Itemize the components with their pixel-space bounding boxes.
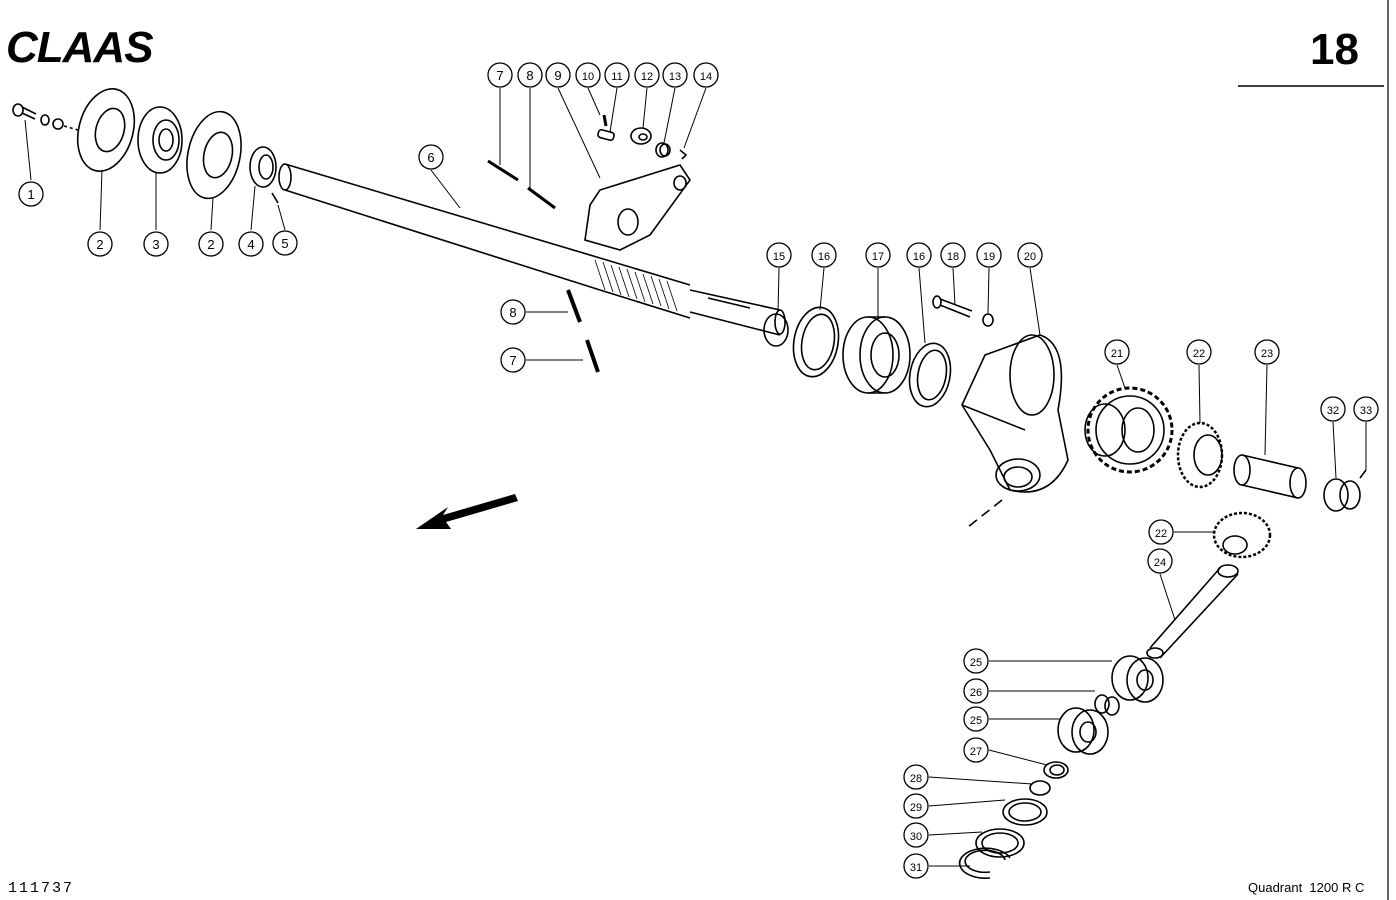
part-33-set-screw <box>1359 469 1367 479</box>
page-number: 18 <box>1310 25 1359 74</box>
callout-7-lower: 7 <box>509 353 516 368</box>
part-32-collar <box>1323 478 1361 512</box>
callout-21: 21 <box>1111 348 1123 360</box>
part-25-bearing-upper <box>1111 655 1164 703</box>
callout-13: 13 <box>669 71 681 83</box>
part-21-spur-gear <box>1084 386 1174 474</box>
part-18-bolt <box>932 295 973 318</box>
part-25-bearing-lower <box>1057 707 1109 755</box>
callout-30: 30 <box>910 831 922 843</box>
part-12-washer <box>630 127 652 145</box>
part-16-circlip-second <box>908 342 952 408</box>
part-20-housing <box>961 334 1069 528</box>
callout-1: 1 <box>27 187 34 202</box>
part-7-pin-lower <box>585 339 600 373</box>
callout-32: 32 <box>1327 405 1339 417</box>
leader-lines <box>24 87 1367 867</box>
part-14-clip <box>679 149 688 160</box>
callout-24: 24 <box>1154 557 1166 569</box>
part-19-washer <box>982 313 994 327</box>
part-31-circlip <box>958 847 1011 880</box>
part-7-pin-upper <box>487 159 519 182</box>
part-24-pinion-shaft <box>1146 564 1239 659</box>
part-22-bevel-gear-lower <box>1212 511 1272 559</box>
part-8-pin-upper <box>527 186 556 210</box>
callout-26: 26 <box>970 687 982 699</box>
callout-8: 8 <box>526 68 533 83</box>
callout-19: 19 <box>983 251 995 263</box>
part-3-bearing <box>137 106 183 174</box>
part-16-circlip <box>792 306 840 378</box>
callout-12: 12 <box>641 71 653 83</box>
callout-28: 28 <box>910 773 922 785</box>
part-22-bevel-gear <box>1176 421 1224 489</box>
callout-23: 23 <box>1261 348 1273 360</box>
part-28-ring <box>1029 780 1051 796</box>
callout-22-lower: 22 <box>1155 528 1167 540</box>
part-2-flange-plate <box>76 88 136 172</box>
callout-6: 6 <box>427 150 434 165</box>
part-26-spacer <box>1094 694 1120 716</box>
part-9-bracket <box>584 164 691 251</box>
callout-22: 22 <box>1193 348 1205 360</box>
callout-27: 27 <box>970 746 982 758</box>
callout-9: 9 <box>554 68 561 83</box>
part-11-sleeve <box>597 128 615 142</box>
part-13-spring <box>655 142 671 158</box>
part-8-pin-lower <box>566 289 582 323</box>
callout-18: 18 <box>947 251 959 263</box>
callout-25: 25 <box>970 657 982 669</box>
callout-20: 20 <box>1024 251 1036 263</box>
part-29-ring <box>1002 798 1048 826</box>
callout-2-second: 2 <box>207 237 214 252</box>
callout-10: 10 <box>582 71 594 83</box>
part-6-shaft <box>278 163 786 336</box>
drawing-number: 111737 <box>8 880 74 897</box>
callout-8-lower: 8 <box>509 305 516 320</box>
part-17-ball-bearing <box>842 316 911 394</box>
callout-33: 33 <box>1360 405 1372 417</box>
callout-31: 31 <box>910 862 922 874</box>
callout-2: 2 <box>96 237 103 252</box>
callout-14: 14 <box>700 71 712 83</box>
callout-29: 29 <box>910 802 922 814</box>
part-4-collar <box>249 146 277 188</box>
callout-4: 4 <box>247 237 254 252</box>
part-30-ring <box>975 828 1025 858</box>
part-5-set-screw <box>271 192 279 204</box>
callout-16-second: 16 <box>913 251 925 263</box>
part-15-circlip <box>763 313 789 347</box>
callout-7: 7 <box>496 68 503 83</box>
callout-11: 11 <box>611 71 622 83</box>
part-2-flange-plate-second <box>186 110 242 200</box>
part-10-pin <box>602 114 608 127</box>
callout-15: 15 <box>773 251 785 263</box>
model-name: Quadrant 1200 R C <box>1248 880 1364 895</box>
direction-arrow <box>416 494 518 529</box>
brand-logo: CLAAS <box>6 23 153 72</box>
callout-25-second: 25 <box>970 715 982 727</box>
callout-circles <box>18 62 1379 879</box>
callout-3: 3 <box>152 237 159 252</box>
part-1-bolt <box>12 103 79 131</box>
part-27-ring <box>1043 761 1069 779</box>
callout-labels: 1 2 3 2 4 5 6 7 8 9 10 11 12 13 14 8 7 1… <box>27 68 1372 874</box>
callout-5: 5 <box>281 236 288 251</box>
part-23-sleeve <box>1233 454 1307 499</box>
callout-16: 16 <box>818 251 830 263</box>
callout-17: 17 <box>872 251 884 263</box>
